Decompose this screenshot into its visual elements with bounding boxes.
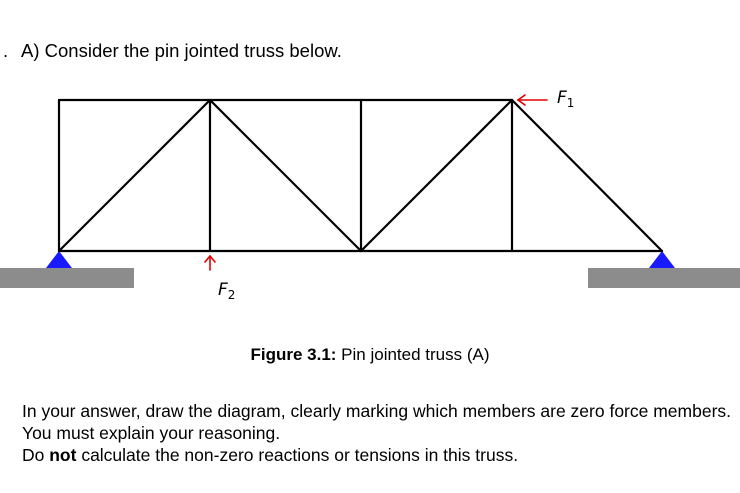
right-ground (588, 268, 740, 288)
left-pin-support (46, 251, 72, 268)
question-heading: . A) Consider the pin jointed truss below… (3, 40, 342, 62)
diagonal-member-3 (359, 98, 514, 253)
instruction-line-3: Do not calculate the non-zero reactions … (22, 445, 519, 465)
figure-caption: Figure 3.1: Pin jointed truss (A) (0, 345, 740, 365)
truss-members (57, 98, 664, 253)
instruction-line-2: You must explain your reasoning. (22, 423, 281, 443)
truss-diagram (0, 94, 740, 288)
f2-arrow (204, 254, 216, 271)
figure-title: Pin jointed truss (A) (341, 345, 490, 364)
instructions: In your answer, draw the diagram, clearl… (22, 400, 734, 466)
f2-label: F2 (218, 280, 236, 302)
diagonal-member-2 (208, 98, 363, 253)
figure-label: Figure 3.1: (250, 345, 337, 364)
instruction-line-1: In your answer, draw the diagram, clearl… (22, 401, 732, 421)
bullet-marker: . (3, 40, 9, 61)
diagonal-member-4 (510, 98, 664, 253)
f1-arrow (516, 94, 548, 106)
right-pin-support (649, 251, 675, 268)
diagonal-member-1 (57, 98, 212, 253)
left-ground (0, 268, 134, 288)
question-text: A) Consider the pin jointed truss below. (21, 40, 342, 61)
emphasis-not: not (49, 445, 77, 465)
f1-label: F1 (557, 88, 575, 110)
